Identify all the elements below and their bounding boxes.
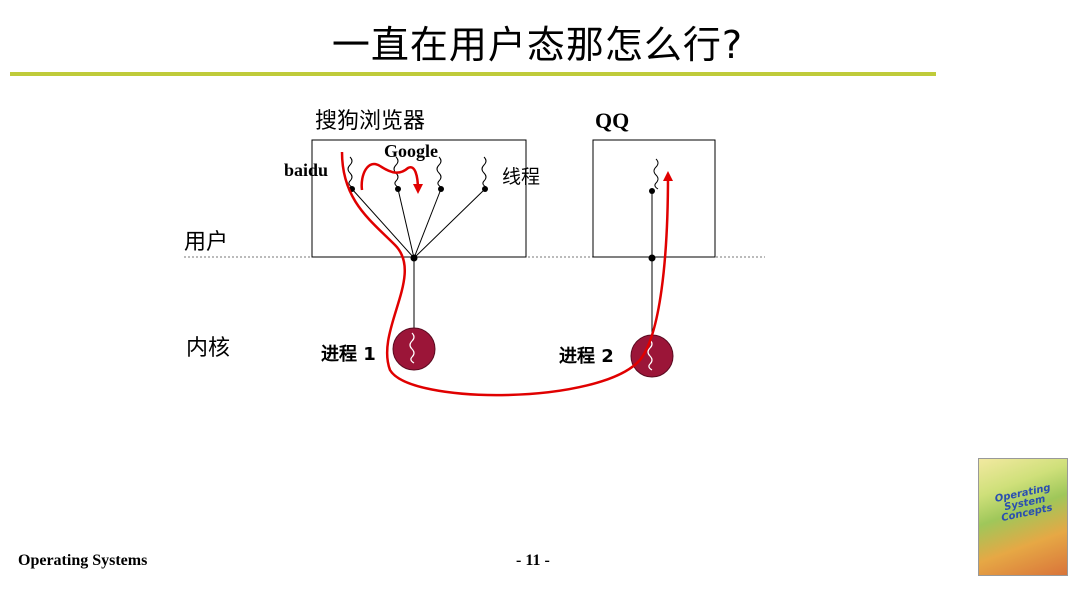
kernel-label: 内核 [186,336,230,361]
user-mode-label: 用户 [184,230,228,255]
slide-title: 一直在用户态那怎么行? [331,23,744,67]
textbook-cover-image: Operating System Concepts [978,458,1068,576]
process-switch-arrow [340,151,673,397]
book-cover-title: Operating System Concepts [993,482,1054,525]
thread-squiggle-icon [653,158,659,190]
footer-course-name: Operating Systems [18,552,148,569]
thread-squiggle-icon [481,156,487,188]
baidu-label: baidu [284,160,328,180]
google-label: Google [384,141,438,161]
thread-squiggle-icon [436,156,442,188]
thread-label: 线程 [502,166,540,188]
browser-label: 搜狗浏览器 [315,109,425,134]
qq-label: QQ [595,108,629,133]
footer-page-number: - 11 - [516,552,550,569]
process1-circle [392,327,436,371]
process1-label: 进程 1 [321,344,376,365]
qq-thread-nodes [648,188,656,262]
baidu-to-google-arrow [360,162,423,194]
browser-process-box [311,139,527,258]
process2-circle [630,334,674,378]
browser-thread-nodes [349,186,488,262]
title-divider [10,72,936,76]
browser-thread-tree [351,188,486,330]
qq-process-box [592,139,716,258]
thread-squiggle-icon [347,156,353,188]
process2-label: 进程 2 [559,346,614,367]
